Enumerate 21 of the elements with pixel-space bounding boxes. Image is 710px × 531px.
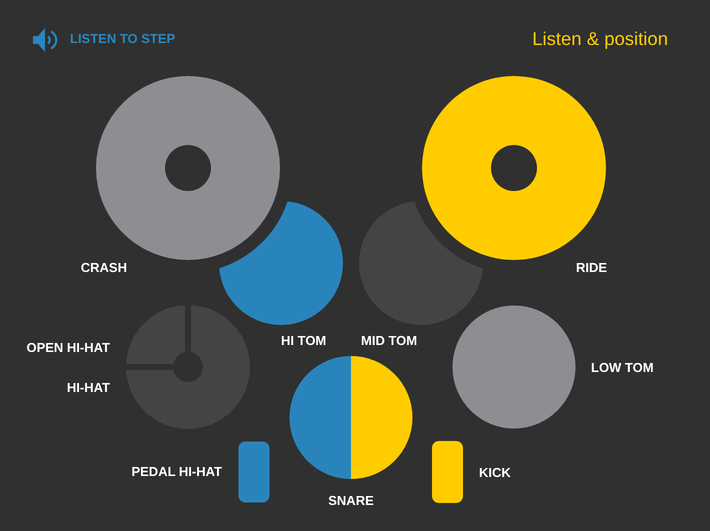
pad-label: HI-HAT	[66, 380, 110, 396]
drum-pad	[452, 306, 576, 428]
pad-label: MID TOM	[361, 333, 418, 349]
title: Listen & position	[532, 28, 668, 50]
cymbal-pad	[96, 76, 280, 260]
listen-link: LISTEN TO STEP	[70, 31, 176, 47]
pad-label: CRASH	[80, 260, 127, 276]
cymbal-pad	[422, 76, 606, 260]
pad-label: OPEN HI-HAT	[26, 340, 110, 356]
pad-label: SNARE	[328, 493, 374, 509]
pad-label: PEDAL HI-HAT	[131, 464, 222, 480]
drum-pad	[359, 201, 483, 325]
three-quarter-segment	[126, 305, 250, 429]
pad-label: RIDE	[576, 260, 608, 276]
pad-label: KICK	[479, 465, 511, 481]
drum-pad	[219, 201, 343, 325]
pad-label: LOW TOM	[591, 360, 654, 376]
pad-label: HI TOM	[281, 333, 326, 349]
split-disc-drawing	[290, 356, 412, 479]
pedal-pad	[238, 442, 270, 502]
pedal-pad	[432, 441, 463, 503]
